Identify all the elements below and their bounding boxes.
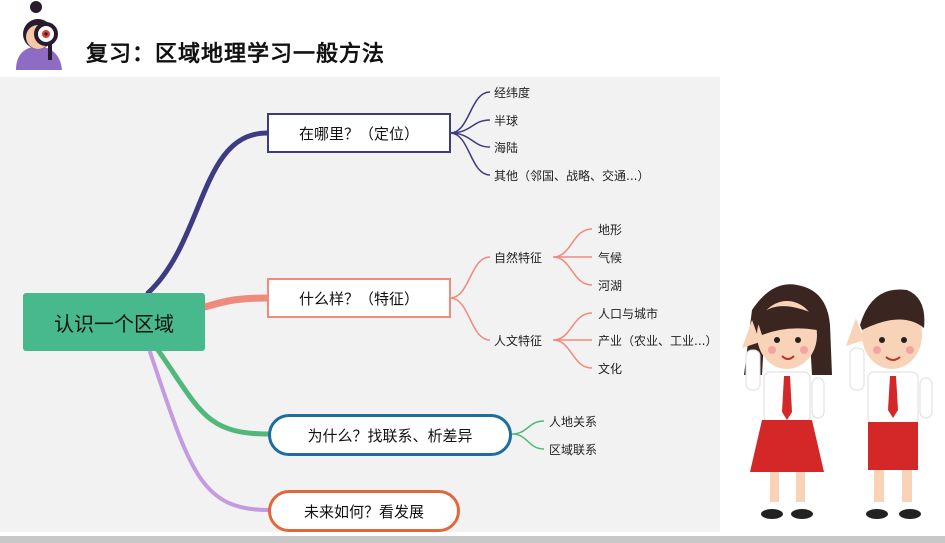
branch-relations: 为什么？找联系、析差异 — [268, 414, 512, 456]
leaf-industry: 产业（农业、工业...） — [598, 334, 718, 348]
link-root-branch-2 — [201, 294, 271, 311]
leaf-other: 其他（邻国、战略、交通...） — [494, 169, 650, 183]
group-human: 人文特征 — [494, 334, 543, 348]
leaf-human-land: 人地关系 — [549, 415, 598, 429]
leaf-rivers-lakes: 河湖 — [598, 279, 623, 293]
link-branch-1-leaves — [449, 91, 491, 176]
link-group-natural-leaves — [552, 228, 593, 286]
group-natural: 自然特征 — [494, 251, 543, 265]
link-branch-3-leaves — [511, 420, 545, 450]
link-root-branch-4 — [148, 350, 270, 512]
page-title: 复习：区域地理学习一般方法 — [86, 42, 386, 67]
branch-future: 未来如何？看发展 — [268, 490, 460, 532]
boy-student — [846, 289, 933, 519]
link-branch-2-groups — [449, 256, 491, 341]
link-root-branch-1 — [145, 130, 270, 296]
leaf-population-cities: 人口与城市 — [598, 307, 659, 321]
leaf-lat-long: 经纬度 — [494, 86, 531, 100]
leaf-regional-links: 区域联系 — [549, 443, 598, 457]
branch-features: 什么样？（特征） — [267, 278, 451, 318]
reading-girl-icon — [16, 1, 62, 70]
leaf-culture: 文化 — [598, 362, 623, 376]
link-group-human-leaves — [552, 312, 593, 369]
leaf-terrain: 地形 — [598, 223, 623, 237]
branch-location: 在哪里？（定位） — [267, 113, 451, 153]
saluting-students-illustration — [742, 284, 933, 519]
leaf-hemisphere: 半球 — [494, 114, 519, 128]
bottom-bar — [0, 536, 945, 543]
link-root-branch-3 — [155, 347, 271, 437]
leaf-climate: 气候 — [598, 251, 623, 265]
mindmap-root: 认识一个区域 — [23, 293, 205, 351]
girl-student — [742, 284, 832, 519]
leaf-land-sea: 海陆 — [494, 141, 519, 155]
